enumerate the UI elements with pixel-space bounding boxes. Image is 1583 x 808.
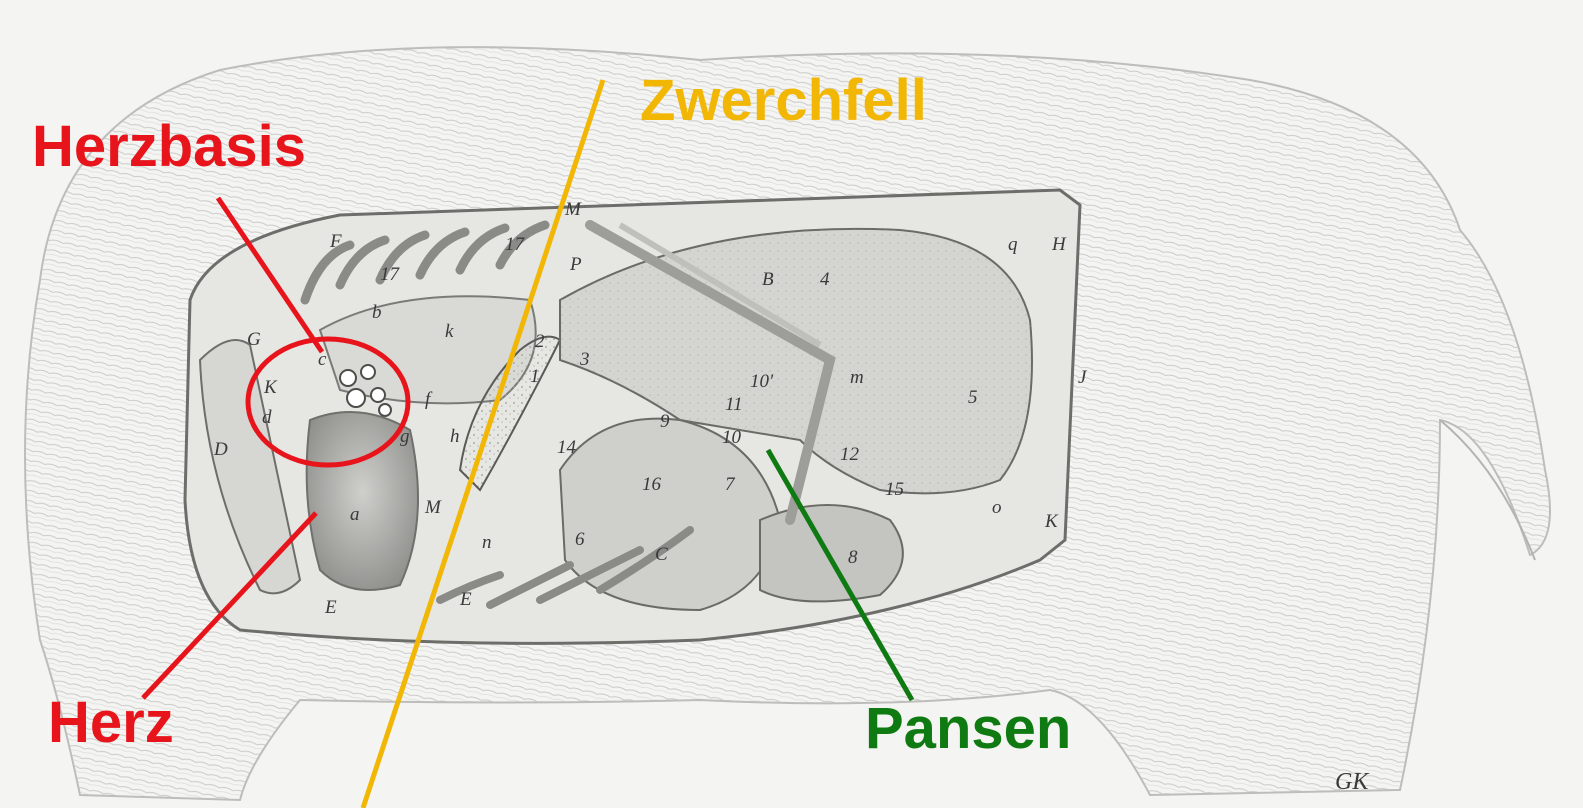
anatomy-letter: 7 bbox=[725, 475, 735, 494]
anatomy-letter: M bbox=[425, 498, 441, 517]
anatomy-letter: B bbox=[762, 270, 774, 289]
anatomy-letter: H bbox=[1052, 235, 1066, 254]
anatomy-letter: E bbox=[460, 590, 472, 609]
anatomy-letter: 17 bbox=[505, 235, 524, 254]
anatomy-letter: M bbox=[565, 200, 581, 219]
zwerchfell-label: Zwerchfell bbox=[640, 72, 927, 130]
anatomy-letter: D bbox=[214, 440, 228, 459]
anatomy-letter: 10 bbox=[722, 428, 741, 447]
anatomy-letter: 12 bbox=[840, 445, 859, 464]
herz-label: Herz bbox=[48, 694, 174, 752]
anatomy-letter: 11 bbox=[725, 395, 743, 414]
anatomy-letter: c bbox=[318, 350, 326, 369]
anatomy-letter: o bbox=[992, 498, 1002, 517]
anatomy-letter: d bbox=[262, 408, 272, 427]
anatomy-letter: 17 bbox=[380, 265, 399, 284]
anatomy-letter: J bbox=[1078, 368, 1086, 387]
anatomy-letter: F bbox=[330, 232, 342, 251]
anatomy-letter: 1 bbox=[530, 367, 540, 386]
anatomy-letter: n bbox=[482, 533, 492, 552]
anatomy-letter: b bbox=[372, 303, 382, 322]
anatomy-letter: 9 bbox=[660, 412, 670, 431]
anatomy-letter: 14 bbox=[557, 438, 576, 457]
anatomy-letter: 2 bbox=[535, 332, 545, 351]
anatomy-letter: K bbox=[264, 378, 277, 397]
anatomy-letter: C bbox=[655, 545, 668, 564]
anatomy-letter: f bbox=[425, 390, 430, 409]
anatomy-letter: 5 bbox=[968, 388, 978, 407]
anatomy-letter: h bbox=[450, 427, 460, 446]
anatomy-letter: 10' bbox=[750, 372, 773, 391]
anatomy-letter: 4 bbox=[820, 270, 830, 289]
anatomy-letter: 8 bbox=[848, 548, 858, 567]
anatomy-letter: m bbox=[850, 368, 864, 387]
anatomy-letter: 15 bbox=[885, 480, 904, 499]
pansen-label: Pansen bbox=[865, 700, 1071, 758]
artist-signature: GK bbox=[1335, 770, 1368, 794]
anatomy-letter: E bbox=[325, 598, 337, 617]
anatomy-letter: 6 bbox=[575, 530, 585, 549]
anatomy-letter: a bbox=[350, 505, 360, 524]
anatomy-letter: 3 bbox=[580, 350, 590, 369]
anatomy-letter: q bbox=[1008, 235, 1018, 254]
anatomy-letter: G bbox=[247, 330, 261, 349]
anatomy-letter: P bbox=[570, 255, 582, 274]
anatomy-letter: K bbox=[1045, 512, 1058, 531]
anatomy-letter: k bbox=[445, 322, 453, 341]
anatomy-letter: 16 bbox=[642, 475, 661, 494]
herzbasis-label: Herzbasis bbox=[32, 118, 306, 176]
anatomy-letter: g bbox=[400, 427, 410, 446]
